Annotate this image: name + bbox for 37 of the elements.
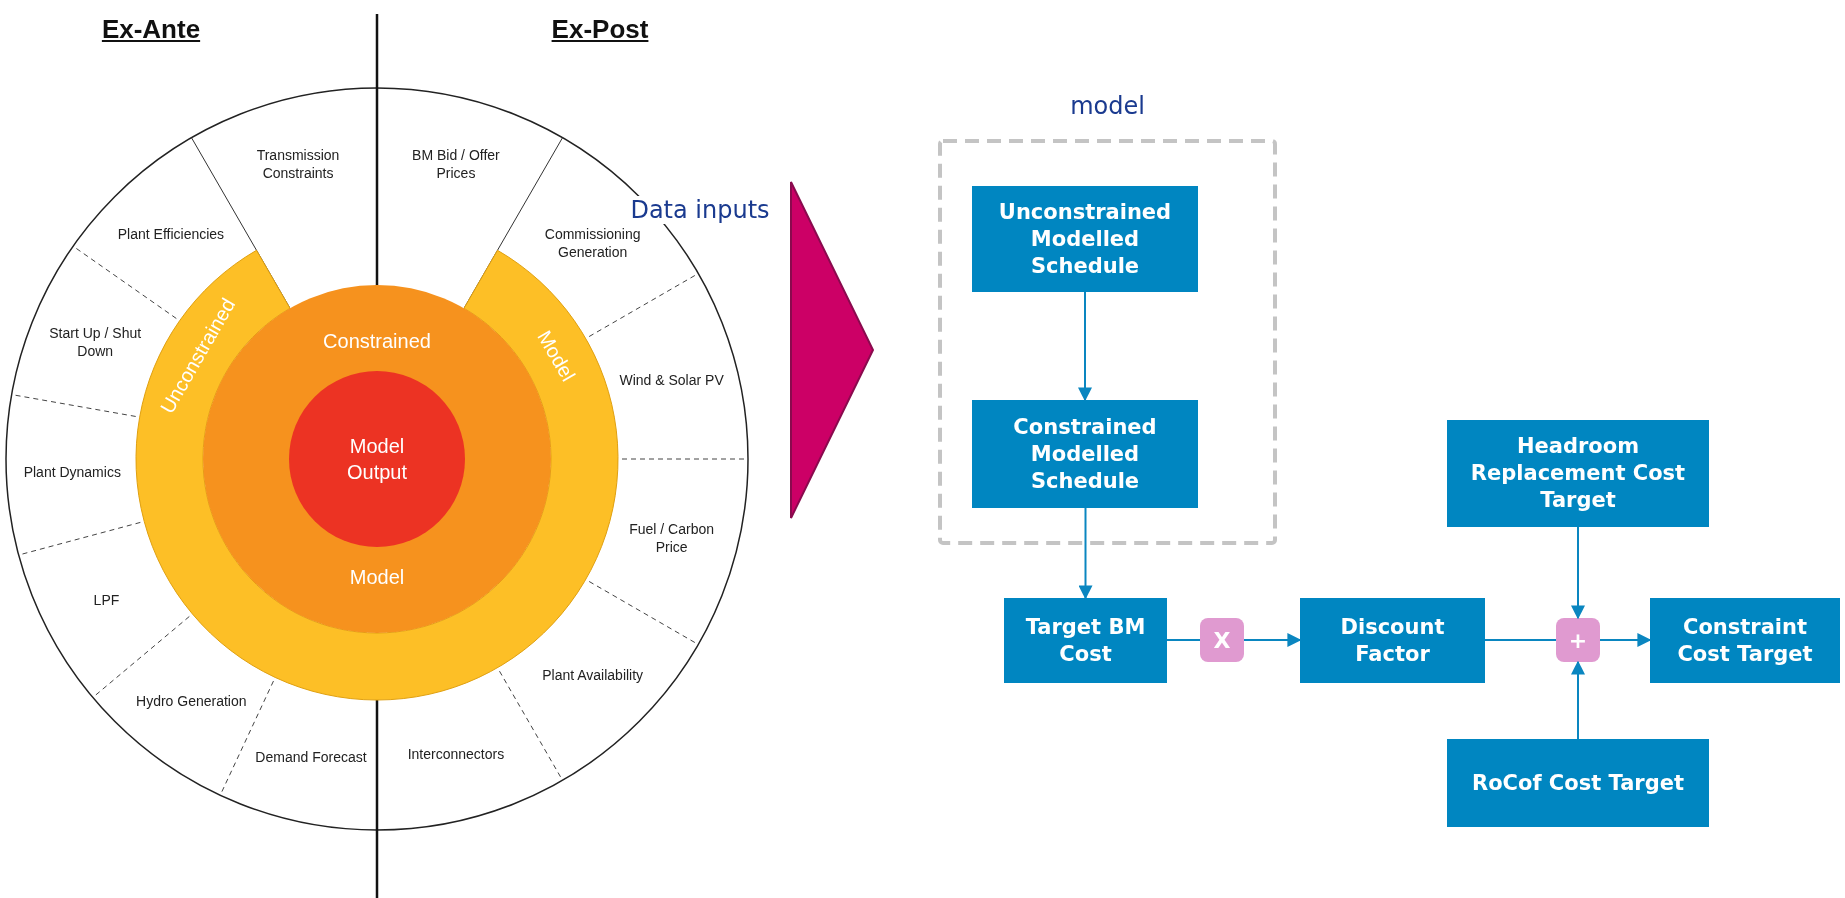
group-title: model: [1070, 92, 1145, 120]
segment-label: Interconnectors: [395, 744, 516, 763]
arrow: [1599, 633, 1652, 647]
arrow: [1571, 526, 1585, 620]
column-heading: Ex-Ante: [101, 14, 201, 45]
arrow: [1243, 633, 1302, 647]
column-heading: Ex-Post: [551, 14, 649, 45]
segment-label: Transmission Constraints: [238, 146, 359, 183]
process-box: Unconstrained Modelled Schedule: [972, 186, 1198, 292]
connector-line: [1166, 639, 1201, 641]
operator-box: X: [1200, 618, 1244, 662]
process-box: Constrained Modelled Schedule: [972, 400, 1198, 508]
segment-label: Demand Forecast: [251, 747, 371, 766]
segment-label: Plant Dynamics: [12, 463, 133, 482]
process-box: RoCof Cost Target: [1447, 739, 1709, 827]
process-box: Target BM Cost: [1004, 598, 1167, 683]
circle-label: Constrained: [323, 329, 431, 353]
segment-label: Start Up / Shut Down: [35, 324, 156, 361]
process-box: Discount Factor: [1300, 598, 1485, 683]
segment-label: Commissioning Generation: [532, 225, 653, 262]
segment-label: LPF: [46, 590, 167, 609]
arrow: [1078, 291, 1092, 402]
segment-label: Hydro Generation: [131, 691, 252, 710]
arrow: [1078, 507, 1093, 600]
arrow: [1571, 660, 1585, 740]
circle-label: Model Output: [345, 434, 408, 485]
annotation-label: Data inputs: [630, 196, 770, 224]
segment-label: BM Bid / Offer Prices: [395, 146, 516, 183]
segment-label: Wind & Solar PV: [611, 371, 732, 390]
process-box: Headroom Replacement Cost Target: [1447, 420, 1709, 527]
segment-label: Plant Efficiencies: [110, 225, 231, 244]
connector-line: [1484, 639, 1557, 641]
operator-box: +: [1556, 618, 1600, 662]
circle-label: Model: [349, 565, 405, 589]
segment-label: Plant Availability: [532, 665, 653, 684]
segment-label: Fuel / Carbon Price: [611, 519, 732, 556]
process-box: Constraint Cost Target: [1650, 598, 1840, 683]
